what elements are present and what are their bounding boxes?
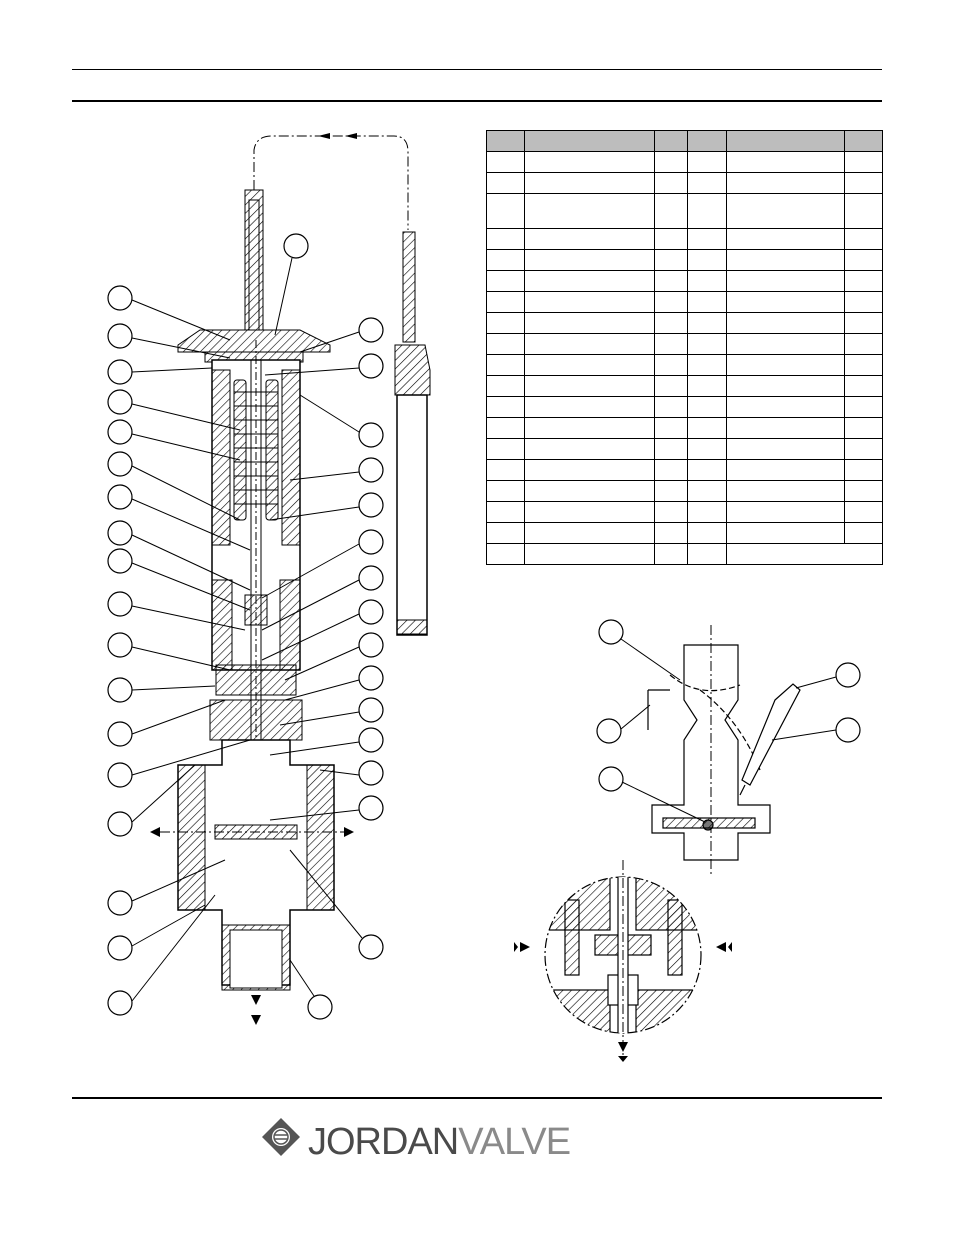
capillary-line <box>253 135 409 230</box>
jordan-valve-logo: JORDANVALVE <box>258 1114 571 1170</box>
callout-balloons-right <box>283 233 384 1020</box>
table-row <box>486 228 883 250</box>
table-row <box>486 480 883 502</box>
seat-arrow-right-icon <box>716 942 732 952</box>
table-row <box>486 438 883 460</box>
inlet-arrow-icon <box>251 995 261 1025</box>
table-row <box>486 172 883 194</box>
table-row <box>486 333 883 355</box>
brand-name-jordan: JORDAN <box>308 1121 459 1163</box>
table-row <box>486 522 883 544</box>
footer-rule <box>72 1097 882 1099</box>
parts-list-table <box>486 130 883 565</box>
detail-view-seat <box>544 860 702 1060</box>
table-row <box>486 543 883 565</box>
table-row <box>486 270 883 292</box>
jordan-logo-mark-icon <box>262 1118 300 1156</box>
seat-arrow-left-icon <box>514 942 530 952</box>
table-row <box>486 396 883 418</box>
callout-balloons-left <box>107 285 133 1016</box>
table-row <box>486 291 883 313</box>
brand-wordmark: JORDANVALVE <box>308 1120 571 1164</box>
table-row <box>486 417 883 439</box>
table-row <box>486 151 883 173</box>
header-rule-bottom <box>72 100 882 102</box>
table-row <box>486 193 883 229</box>
seat-arrow-down-icon <box>618 1042 628 1062</box>
header-rule-top <box>72 69 882 70</box>
detail-view-lockwire <box>647 625 801 875</box>
table-row <box>486 249 883 271</box>
table-row <box>486 312 883 334</box>
table-row <box>486 354 883 376</box>
table-row <box>486 501 883 523</box>
table-header-row <box>486 130 883 152</box>
outlet-arrow-right-icon <box>344 827 354 837</box>
table-body <box>486 151 883 565</box>
table-row <box>486 375 883 397</box>
outlet-arrow-left-icon <box>150 827 160 837</box>
flow-arrow-icon <box>318 133 357 139</box>
brand-name-valve: VALVE <box>458 1121 571 1163</box>
table-row <box>486 459 883 481</box>
